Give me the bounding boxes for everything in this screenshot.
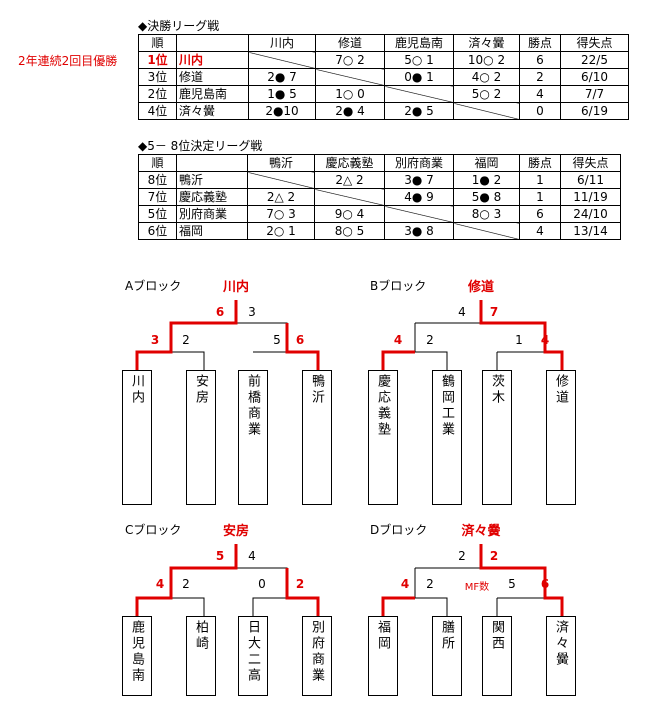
score-label: 6 <box>295 333 305 347</box>
rank-cell: 4位 <box>138 102 177 120</box>
final-league-title: ◆決勝リーグ戦 <box>138 19 220 33</box>
diagonal-cell <box>453 222 520 240</box>
team-cell: 鹿児島南 <box>176 85 249 103</box>
team-cell: 修道 <box>176 68 249 86</box>
block-winner: 安房 <box>222 524 250 539</box>
block-winner: 川内 <box>222 280 250 295</box>
goal-diff-cell: 24/10 <box>560 205 621 223</box>
score-label: 4 <box>540 333 550 347</box>
block-label: Dブロック <box>370 523 428 537</box>
result-cell: 5○ 2 <box>453 85 520 103</box>
score-label: 0 <box>258 577 266 591</box>
result-cell: 2●10 <box>248 102 316 120</box>
score-label: 4 <box>248 549 256 563</box>
team-box: 福岡 <box>368 616 398 696</box>
goal-diff-cell: 13/14 <box>560 222 621 240</box>
result-cell: 3● 7 <box>384 171 454 189</box>
mf-note: MF数 <box>464 582 490 593</box>
score-label: 2 <box>182 577 190 591</box>
team-box: 川内 <box>122 370 152 505</box>
team-cell: 福岡 <box>176 222 248 240</box>
rank-cell: 6位 <box>138 222 177 240</box>
team-box: 安房 <box>186 370 216 505</box>
diagonal-cell <box>384 85 454 103</box>
score-label: 5 <box>215 549 225 563</box>
score-label: 5 <box>508 577 516 591</box>
team-box: 柏崎 <box>186 616 216 696</box>
team-box: 膳所 <box>432 616 462 696</box>
score-label: 5 <box>273 333 281 347</box>
block-winner: 済々黌 <box>461 524 501 539</box>
championship-note: 2年連続2回目優勝 <box>18 54 118 68</box>
score-label: 4 <box>400 577 410 591</box>
score-label: 4 <box>393 333 403 347</box>
score-label: 2 <box>426 333 434 347</box>
result-cell: 2● 7 <box>248 68 316 86</box>
rank-cell: 3位 <box>138 68 177 86</box>
team-box: 慶応義塾 <box>368 370 398 505</box>
score-label: 2 <box>295 577 305 591</box>
goal-diff-cell: 6/11 <box>560 171 621 189</box>
score-label: 3 <box>150 333 160 347</box>
block-winner: 修道 <box>467 280 495 295</box>
team-box: 鴨沂 <box>302 370 332 505</box>
team-box: 日大二高 <box>238 616 268 696</box>
score-label: 2 <box>489 549 499 563</box>
placement-league-title: ◆5－ 8位決定リーグ戦 <box>138 139 263 153</box>
score-label: 6 <box>215 305 225 319</box>
score-label: 3 <box>248 305 256 319</box>
column-header: 得失点 <box>560 154 621 172</box>
team-box: 修道 <box>546 370 576 505</box>
team-box: 前橋商業 <box>238 370 268 505</box>
rank-cell: 1位 <box>138 51 177 69</box>
result-cell: 2△ 2 <box>247 188 315 206</box>
result-cell: 2● 5 <box>384 102 454 120</box>
team-cell: 済々黌 <box>176 102 249 120</box>
score-label: 2 <box>458 549 466 563</box>
diagonal-cell <box>453 102 520 120</box>
header-row: 順川内修道鹿児島南済々黌勝点得失点 <box>138 34 629 52</box>
score-label: 1 <box>515 333 523 347</box>
score-label: 7 <box>489 305 499 319</box>
result-cell: 3● 8 <box>384 222 454 240</box>
team-box: 済々黌 <box>546 616 576 696</box>
rank-cell: 8位 <box>138 171 177 189</box>
result-cell: 0● 1 <box>384 68 454 86</box>
goal-diff-cell: 11/19 <box>560 188 621 206</box>
result-cell: 2○ 1 <box>247 222 315 240</box>
block-label: Bブロック <box>370 279 427 293</box>
team-box: 別府商業 <box>302 616 332 696</box>
score-label: 4 <box>155 577 165 591</box>
column-header: 鴨沂 <box>247 154 315 172</box>
column-header: 得失点 <box>560 34 629 52</box>
column-header: 済々黌 <box>453 34 520 52</box>
diagonal-cell <box>315 68 385 86</box>
block-label: Aブロック <box>125 279 182 293</box>
header-row: 順鴨沂慶応義塾別府商業福岡勝点得失点 <box>138 154 621 172</box>
diagonal-cell <box>247 171 315 189</box>
block-label: Cブロック <box>125 523 182 537</box>
score-label: 2 <box>426 577 434 591</box>
column-header: 勝点 <box>519 154 561 172</box>
team-box: 鹿児島南 <box>122 616 152 696</box>
goal-diff-cell: 6/19 <box>560 102 629 120</box>
team-box: 鶴岡工業 <box>432 370 462 505</box>
team-box: 茨木 <box>482 370 512 505</box>
score-label: 6 <box>540 577 550 591</box>
team-box: 関西 <box>482 616 512 696</box>
score-label: 2 <box>182 333 190 347</box>
score-label: 4 <box>458 305 466 319</box>
